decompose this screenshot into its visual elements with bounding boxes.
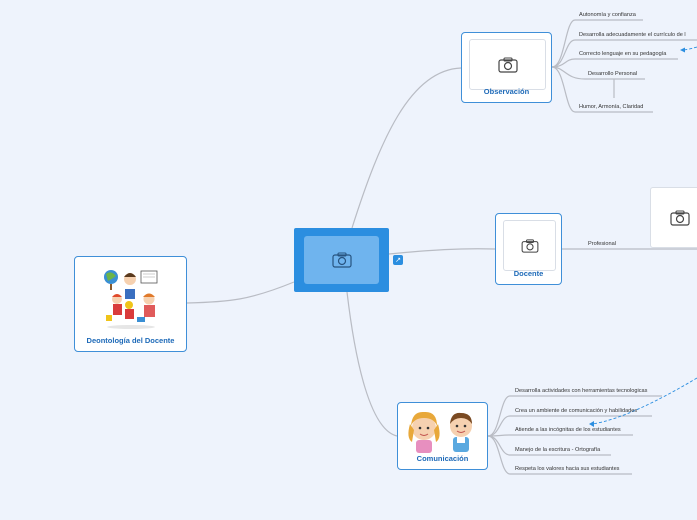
leaf-item[interactable]: Profesional	[588, 241, 616, 247]
camera-icon	[521, 238, 538, 253]
topic-docente[interactable]: Docente	[495, 213, 562, 285]
children-reading-illustration	[104, 270, 158, 329]
leaf-item[interactable]: Desarrolla actividades con herramientas …	[515, 388, 648, 394]
topic-title: Deontología del Docente	[86, 336, 175, 345]
topic-title: Observación	[483, 87, 530, 96]
central-image	[304, 236, 379, 284]
topic-deontologia[interactable]: Deontología del Docente	[74, 256, 187, 352]
camera-icon	[331, 252, 352, 268]
image-placeholder	[469, 39, 546, 90]
leaf-item[interactable]: Desarrollo Personal	[588, 71, 638, 77]
camera-icon	[497, 56, 518, 73]
link-icon[interactable]: ↗	[393, 255, 403, 265]
image-placeholder-offscreen[interactable]	[650, 187, 697, 248]
camera-icon	[669, 209, 690, 226]
leaf-item[interactable]: Atiende a las incógnitas de los estudian…	[515, 427, 621, 433]
leaf-item[interactable]: Humor, Armonía, Claridad	[579, 104, 644, 110]
leaf-item[interactable]: Crea un ambiente de comunicación y habil…	[515, 408, 638, 414]
image-placeholder	[503, 220, 556, 271]
topic-comunicacion[interactable]: Comunicación	[397, 402, 488, 470]
central-topic[interactable]	[294, 228, 389, 292]
leaf-item[interactable]: Autonomía y confianza	[579, 12, 636, 18]
topic-title: Docente	[513, 269, 544, 278]
leaf-item[interactable]: Desarrolla adecuadamente el currículo de…	[579, 32, 686, 38]
kids-talking-illustration	[408, 411, 472, 453]
leaf-item[interactable]: Respeta los valores hacia sus estudiante…	[515, 466, 620, 472]
topic-observacion[interactable]: Observación	[461, 32, 552, 103]
leaf-item[interactable]: Correcto lenguaje en su pedagogía	[579, 51, 667, 57]
leaf-item[interactable]: Manejo de la escritura - Ortografía	[515, 447, 601, 453]
topic-title: Comunicación	[416, 454, 469, 463]
